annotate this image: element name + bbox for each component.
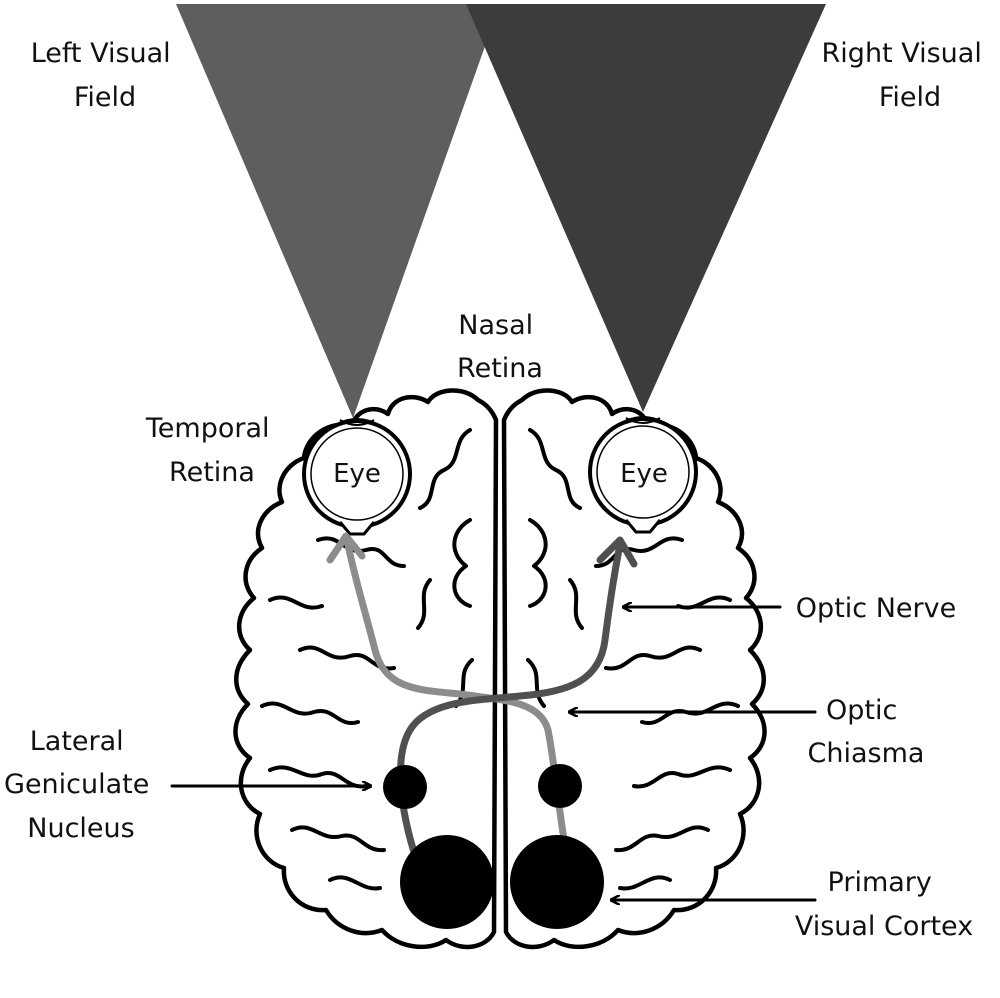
left-visual-field-label: Left Visual Field — [31, 38, 180, 113]
lateral-geniculate-nucleus-label: Lateral Geniculate Nucleus — [4, 726, 158, 844]
left-visual-field-cone — [176, 4, 500, 418]
right-visual-field-cone — [466, 4, 826, 412]
left-lateral-geniculate-nucleus — [383, 765, 427, 809]
left-field-pathway-arrowhead — [326, 532, 366, 564]
left-primary-visual-cortex — [400, 835, 494, 929]
right-lateral-geniculate-nucleus — [538, 764, 582, 808]
optic-chiasma-label: Optic Chiasma — [808, 695, 925, 769]
right-eye — [588, 416, 698, 534]
nasal-retina-label: Nasal Retina — [457, 310, 543, 384]
temporal-retina-label: Temporal Retina — [145, 413, 278, 488]
right-visual-field-label: Right Visual Field — [822, 38, 991, 113]
right-field-pathway-arrowhead — [596, 536, 638, 568]
optic-nerve-label: Optic Nerve — [796, 593, 956, 624]
right-eye-label: Eye — [620, 459, 668, 489]
left-eye — [302, 418, 412, 536]
left-eye-label: Eye — [333, 459, 381, 489]
primary-visual-cortex-label: Primary Visual Cortex — [795, 867, 973, 942]
right-primary-visual-cortex — [510, 835, 604, 929]
